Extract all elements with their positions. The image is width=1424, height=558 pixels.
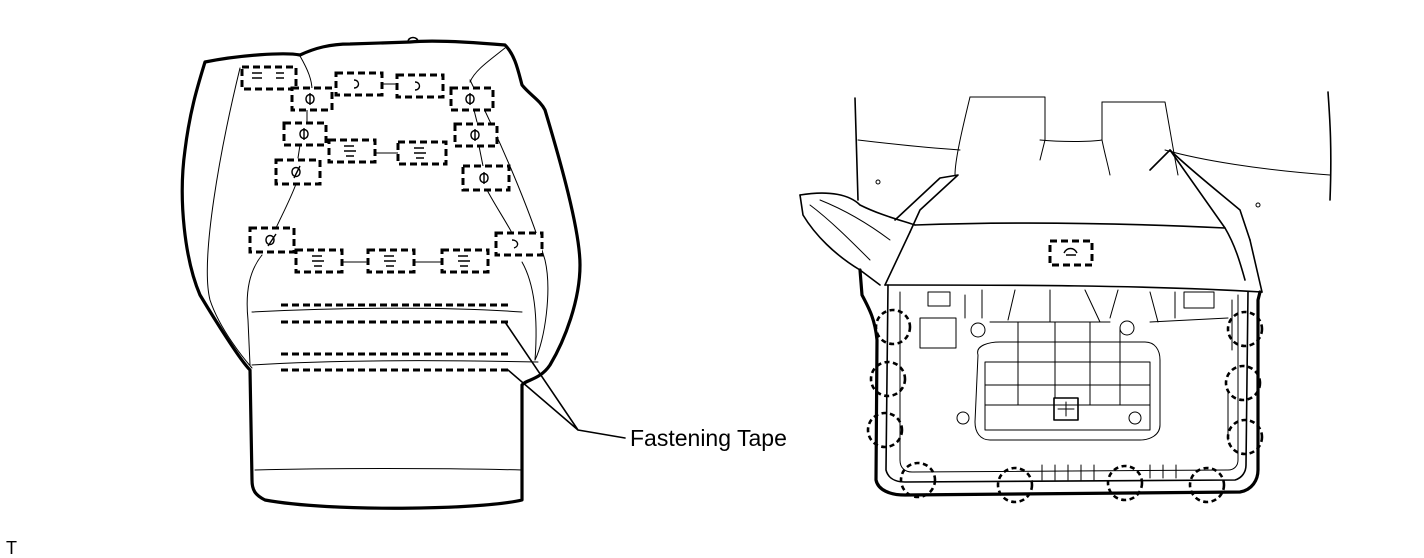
figure-code: T <box>6 538 17 558</box>
hog-ring-clip <box>294 248 344 274</box>
hog-ring-clip <box>395 73 445 99</box>
callout-leader <box>504 321 626 439</box>
hog-ring-clip <box>327 138 377 164</box>
clip-location <box>1188 466 1226 504</box>
clip-location <box>869 360 907 398</box>
hog-ring-clip <box>282 121 328 147</box>
hog-ring-clip <box>494 231 544 257</box>
clip-location <box>899 461 937 499</box>
hog-ring-clip <box>366 248 416 274</box>
hog-ring-clip <box>461 164 511 192</box>
clip-location <box>996 466 1034 504</box>
clip-location <box>1224 364 1262 402</box>
hog-ring-clip <box>334 71 384 97</box>
seat-cushion-figure <box>799 91 1332 504</box>
hog-ring-clip <box>396 140 448 166</box>
clip-location <box>1226 310 1264 348</box>
top-hook <box>407 36 419 43</box>
seatback-outline <box>180 39 582 510</box>
hog-ring-clip <box>248 226 296 254</box>
clip-location <box>1106 464 1144 502</box>
hog-ring-clip <box>240 65 298 91</box>
hog-ring-clip <box>449 86 495 112</box>
hog-ring-clip <box>290 86 334 112</box>
seatback-cover-figure: Fastening Tape <box>180 36 787 510</box>
fastening-tape-label: Fastening Tape <box>630 425 787 451</box>
clip-location <box>874 308 912 346</box>
cushion-frame-outline <box>858 268 1262 497</box>
hog-ring-clip <box>1048 239 1094 267</box>
clip-location <box>866 411 904 449</box>
clip-location <box>1226 418 1264 456</box>
hog-ring-clip <box>440 248 490 274</box>
hog-ring-clip <box>274 158 322 186</box>
hog-ring-clip <box>453 122 499 148</box>
